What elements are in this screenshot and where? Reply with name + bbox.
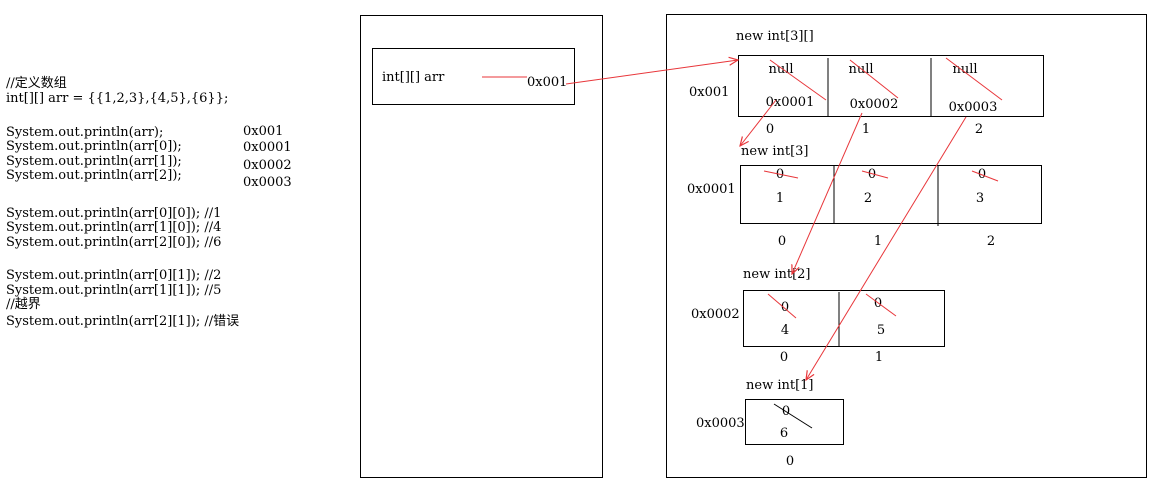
row1-value-0: 4 xyxy=(780,323,790,338)
row2-array-title: new int[1] xyxy=(746,378,814,393)
outer-old-0: null xyxy=(768,62,794,77)
strike-row0-1 xyxy=(861,170,889,179)
output-arr2: 0x0003 xyxy=(243,175,292,190)
row0-value-0: 1 xyxy=(775,191,785,206)
row1-index-0: 0 xyxy=(779,350,789,365)
code-print-arr: System.out.println(arr); xyxy=(6,125,164,140)
outer-value-0: 0x0001 xyxy=(765,95,815,110)
row0-array-address: 0x0001 xyxy=(687,182,736,197)
code-elem-01: System.out.println(arr[0][1]); //2 xyxy=(6,268,222,283)
stack-variable-box xyxy=(372,48,575,105)
code-comment-oob: //越界 xyxy=(6,297,41,312)
outer-array-address: 0x001 xyxy=(689,85,730,100)
code-elem-00: System.out.println(arr[0][0]); //1 xyxy=(6,206,222,221)
code-elem-20: System.out.println(arr[2][0]); //6 xyxy=(6,235,222,250)
row1-value-1: 5 xyxy=(876,323,886,338)
row1-index-1: 1 xyxy=(874,350,884,365)
row0-array-box xyxy=(740,165,1042,224)
strike-outer-null-1 xyxy=(849,59,899,99)
heap-panel xyxy=(666,14,1147,478)
row0-old-1: 0 xyxy=(867,167,877,182)
arrow-outer1-to-row1 xyxy=(792,112,863,274)
code-comment-define: //定义数组 xyxy=(6,76,67,91)
code-print-arr0: System.out.println(arr[0]); xyxy=(6,139,182,154)
strike-row2-0 xyxy=(773,403,813,429)
outer-value-2: 0x0003 xyxy=(948,100,998,115)
code-declaration: int[][] arr = {{1,2,3},{4,5},{6}}; xyxy=(6,91,229,106)
code-print-arr1: System.out.println(arr[1]); xyxy=(6,154,182,169)
code-oob: System.out.println(arr[2][1]); //错误 xyxy=(6,314,240,329)
row0-index-1: 1 xyxy=(873,234,883,249)
row0-index-0: 0 xyxy=(777,234,787,249)
arrow-outer2-to-row2 xyxy=(806,116,967,380)
row2-value-0: 6 xyxy=(779,426,789,441)
row2-array-address: 0x0003 xyxy=(696,416,745,431)
row2-index-0: 0 xyxy=(785,454,795,469)
row1-old-0: 0 xyxy=(780,300,790,315)
outer-index-0: 0 xyxy=(765,122,775,137)
code-elem-10: System.out.println(arr[1][0]); //4 xyxy=(6,220,222,235)
stack-panel xyxy=(360,15,603,478)
row0-array-title: new int[3] xyxy=(741,144,809,159)
stack-variable-value: 0x001 xyxy=(527,75,568,90)
output-arr1: 0x0002 xyxy=(243,158,292,173)
row0-value-1: 2 xyxy=(863,191,873,206)
row1-array-box xyxy=(743,290,945,347)
row0-value-2: 3 xyxy=(975,191,985,206)
outer-value-1: 0x0002 xyxy=(849,97,899,112)
arrow-stack-to-outer xyxy=(565,60,738,85)
strike-outer-null-2 xyxy=(945,57,1003,101)
arrow-outer0-to-row0 xyxy=(740,99,777,146)
outer-old-2: null xyxy=(952,62,978,77)
stack-variable-label: int[][] arr xyxy=(382,70,445,85)
code-elem-11: System.out.println(arr[1][1]); //5 xyxy=(6,283,222,298)
strike-row0-0 xyxy=(763,170,799,179)
outer-array-box xyxy=(738,55,1044,117)
strike-row1-0 xyxy=(767,293,797,319)
strike-outer-null-0 xyxy=(769,59,827,101)
row1-array-address: 0x0002 xyxy=(691,307,740,322)
output-arr: 0x001 xyxy=(243,124,284,139)
outer-index-2: 2 xyxy=(974,122,984,137)
output-arr0: 0x0001 xyxy=(243,140,292,155)
outer-array-title: new int[3][] xyxy=(736,29,814,44)
strike-row0-2 xyxy=(971,170,999,182)
row2-array-box xyxy=(745,399,844,445)
row1-old-1: 0 xyxy=(873,296,883,311)
code-print-arr2: System.out.println(arr[2]); xyxy=(6,168,182,183)
outer-index-1: 1 xyxy=(861,122,871,137)
row0-index-2: 2 xyxy=(986,234,996,249)
strike-row1-1 xyxy=(865,293,897,317)
